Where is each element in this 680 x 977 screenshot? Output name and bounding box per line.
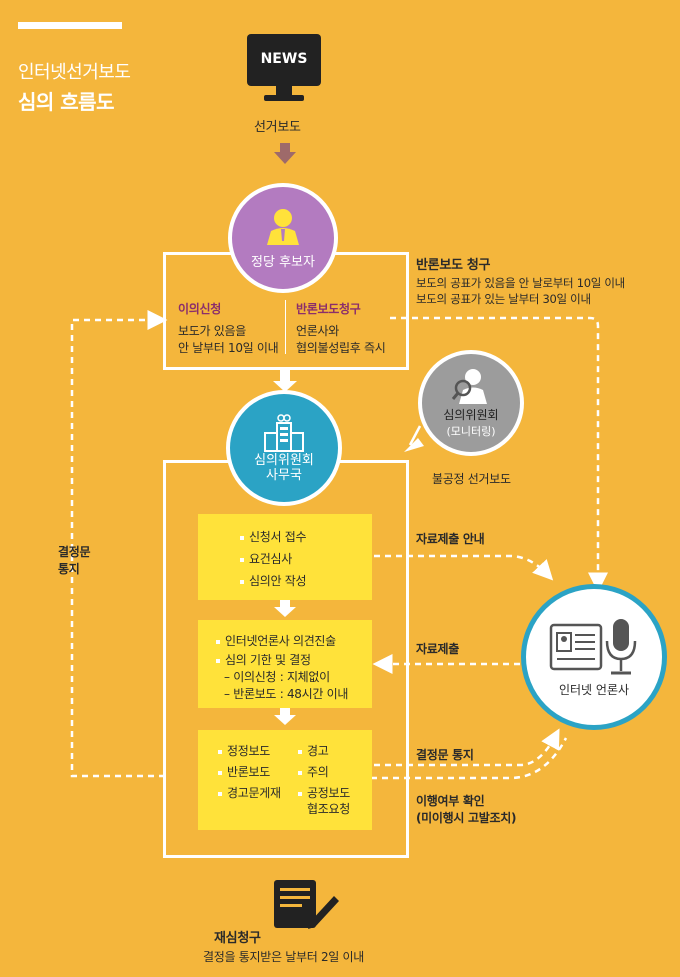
news-text: NEWS (260, 51, 308, 67)
step3-right3b: 협조요청 (307, 802, 350, 816)
rebuttal-claim-line (390, 316, 608, 593)
rebuttal-req-line1: 언론사와 (296, 324, 339, 338)
building-icon (264, 414, 304, 452)
step1-item: 요건심사 (240, 550, 292, 567)
person-icon (267, 208, 299, 245)
submit-guide-line (374, 554, 554, 581)
rebuttal-req-title: 반론보도청구 (296, 302, 361, 316)
magnifier-person-icon (451, 368, 487, 404)
step2-box: 인터넷언론사 의견진술 심의 기한 및 결정 – 이의신청 : 지체없이 – 반… (198, 620, 372, 708)
secretariat-circle: 심의위원회 사무국 (226, 390, 342, 506)
committee-line2: (모니터링) (446, 424, 496, 438)
header-bar (18, 22, 122, 29)
application-divider (285, 300, 286, 354)
objection-title: 이의신청 (178, 302, 221, 316)
left-notice-label1: 결정문 (58, 545, 91, 559)
review-title: 재심청구 (214, 931, 261, 946)
decision-notice-line (374, 728, 560, 767)
step3-left-item: 정정보도 (218, 742, 270, 759)
step1-item: 신청서 접수 (240, 528, 307, 545)
objection-line1: 보도가 있음을 (178, 324, 246, 338)
step1-box: 신청서 접수 요건심사 심의안 작성 (198, 514, 372, 600)
arrow-news-head (274, 152, 296, 164)
committee-line1: 심의위원회 (443, 407, 499, 422)
step2-item2: 심의 기한 및 결정 (216, 651, 311, 668)
rebuttal-claim-line1: 보도의 공표가 있음을 안 날로부터 10일 이내 (416, 276, 625, 290)
secretariat-line2: 사무국 (266, 468, 302, 483)
step3-left-item: 경고문게재 (218, 784, 281, 801)
submit-label: 자료제출 (416, 642, 459, 656)
step3-right2: 주의 (298, 763, 329, 780)
step1-item: 심의안 작성 (240, 572, 307, 589)
step2-sub2: – 반론보도 : 48시간 이내 (224, 687, 349, 701)
rebuttal-claim-title: 반론보도 청구 (416, 258, 491, 273)
media-icon (549, 618, 637, 674)
left-notice-line (70, 310, 168, 778)
media-circle: 인터넷 언론사 (521, 584, 667, 730)
secretariat-line1: 심의위원회 (254, 453, 314, 468)
compliance-label1: 이행여부 확인 (416, 794, 485, 808)
media-label: 인터넷 언론사 (558, 682, 630, 697)
unfair-label: 불공정 선거보도 (432, 472, 511, 486)
news-monitor-icon: NEWS (246, 33, 322, 105)
step3-right1: 경고 (298, 742, 329, 759)
arrow-news-shaft (280, 143, 290, 153)
step2-sub1: – 이의신청 : 지체없이 (224, 670, 330, 684)
candidate-label: 정당 후보자 (251, 254, 315, 270)
rebuttal-req-line2: 협의불성립후 즉시 (296, 341, 386, 355)
header-subtitle: 인터넷선거보도 (18, 62, 131, 83)
step3-left-item: 반론보도 (218, 763, 270, 780)
compliance-line (360, 737, 568, 780)
header-title: 심의 흐름도 (18, 90, 114, 114)
review-desc: 결정을 통지받은 날부터 2일 이내 (203, 950, 365, 964)
decision-notice-label: 결정문 통지 (416, 748, 474, 762)
objection-line2: 안 날부터 10일 이내 (178, 341, 279, 355)
compliance-label2: (미이행시 고발조치) (416, 811, 517, 825)
rebuttal-claim-line2: 보도의 공표가 있는 날부터 30일 이내 (416, 292, 591, 306)
news-label: 선거보도 (254, 120, 301, 135)
step3-right3a: 공정보도 (298, 784, 350, 801)
committee-circle: 심의위원회 (모니터링) (418, 350, 524, 456)
submit-guide-label: 자료제출 안내 (416, 532, 485, 546)
left-notice-label2: 통지 (58, 562, 80, 576)
step2-item1: 인터넷언론사 의견진술 (216, 632, 336, 649)
document-pen-icon (270, 876, 340, 936)
step3-box: 정정보도 반론보도 경고문게재 경고 주의 공정보도 협조요청 (198, 730, 372, 830)
candidate-circle: 정당 후보자 (228, 183, 338, 293)
